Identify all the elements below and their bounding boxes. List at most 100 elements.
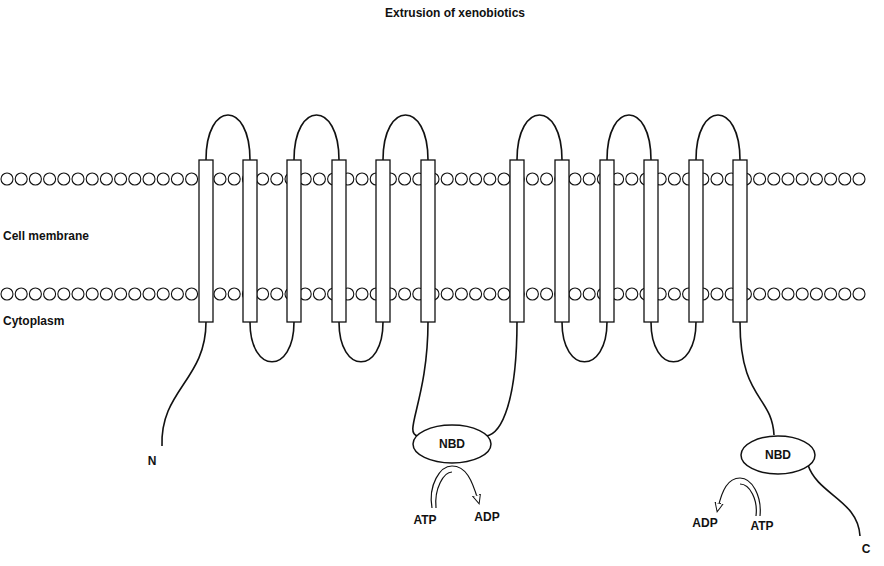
lipid-head — [768, 173, 780, 185]
lipid-head — [711, 288, 723, 300]
lipid-head — [626, 173, 638, 185]
loop — [740, 322, 774, 435]
lipid-head — [1, 173, 13, 185]
lipid-head — [711, 173, 723, 185]
lipid-head — [455, 288, 467, 300]
helix — [689, 160, 703, 322]
helix — [287, 160, 301, 322]
lipid-head — [810, 173, 822, 185]
lipid-head — [171, 288, 183, 300]
lipid-head — [15, 288, 27, 300]
molecule-label: ATP — [413, 514, 436, 527]
helix — [510, 160, 524, 322]
lipid-head — [157, 288, 169, 300]
lipid-head — [115, 288, 127, 300]
lipid-head — [796, 173, 808, 185]
lipid-head — [86, 288, 98, 300]
lipid-head — [228, 173, 240, 185]
lipid-head — [29, 288, 41, 300]
molecule-label: ADP — [692, 517, 717, 530]
lipid-head — [541, 288, 553, 300]
lipid-head — [583, 288, 595, 300]
lipid-head — [754, 288, 766, 300]
lipid-head — [768, 288, 780, 300]
molecule-label: ATP — [750, 520, 773, 533]
loop — [250, 322, 294, 362]
lipid-head — [58, 288, 70, 300]
loop — [607, 115, 651, 160]
nbd-label: NBD — [439, 437, 465, 451]
nbd-ellipse: NBD — [412, 424, 492, 464]
lipid-head — [441, 288, 453, 300]
lipid-head — [72, 173, 84, 185]
lipid-head — [214, 288, 226, 300]
lipid-head — [44, 288, 56, 300]
terminus-label: C — [862, 543, 871, 556]
loop — [696, 115, 740, 160]
ellipse — [413, 425, 491, 463]
lipid-head — [257, 173, 269, 185]
lipid-head — [754, 173, 766, 185]
lipid-head — [782, 173, 794, 185]
lipid-head — [825, 288, 837, 300]
lipid-head — [157, 173, 169, 185]
nbd-label: NBD — [765, 448, 791, 462]
lipid-head — [526, 173, 538, 185]
lipid-head — [484, 288, 496, 300]
lipid-head — [271, 288, 283, 300]
lipid-head — [143, 288, 155, 300]
helix — [733, 160, 747, 322]
lipid-head — [569, 288, 581, 300]
lipid-head — [100, 288, 112, 300]
lipid-head — [825, 173, 837, 185]
lipid-head — [455, 173, 467, 185]
lipid-head — [356, 173, 368, 185]
region-label: Cell membrane — [3, 230, 89, 243]
loop — [383, 115, 428, 160]
lipid-head — [626, 288, 638, 300]
lipid-head — [839, 173, 851, 185]
diagram-title: Extrusion of xenobiotics — [385, 7, 525, 20]
lipid-head — [853, 173, 865, 185]
lipid-head — [810, 288, 822, 300]
lipid-head — [313, 173, 325, 185]
lipid-head — [15, 173, 27, 185]
lipid-head — [782, 288, 794, 300]
lipid-head — [796, 288, 808, 300]
loop — [651, 322, 696, 362]
loop — [339, 322, 383, 362]
lipid-head — [1, 288, 13, 300]
nbd-ellipse: NBD — [740, 435, 816, 475]
loop — [517, 115, 562, 160]
lipid-head — [569, 173, 581, 185]
protein-loops — [162, 115, 860, 536]
loop — [808, 465, 860, 536]
helix — [332, 160, 346, 322]
lipid-head — [257, 288, 269, 300]
lipid-head — [470, 173, 482, 185]
loop — [486, 322, 517, 436]
lipid-head — [470, 288, 482, 300]
terminus-label: N — [148, 455, 157, 468]
lipid-head — [839, 288, 851, 300]
loop — [206, 115, 250, 160]
transmembrane-helices — [199, 160, 747, 322]
ellipse — [741, 436, 815, 474]
loop — [162, 322, 206, 446]
atp-hydrolysis-arrows — [431, 466, 760, 516]
lipid-head — [498, 288, 510, 300]
lipid-head — [100, 173, 112, 185]
helix — [600, 160, 614, 322]
lipid-head — [498, 173, 510, 185]
lipid-head — [484, 173, 496, 185]
lipid-head — [399, 288, 411, 300]
lipid-head — [171, 173, 183, 185]
lipid-head — [129, 173, 141, 185]
helix — [644, 160, 658, 322]
loop — [562, 322, 607, 362]
lipid-head — [115, 173, 127, 185]
lipid-head — [853, 288, 865, 300]
helix — [421, 160, 435, 322]
helix — [555, 160, 569, 322]
